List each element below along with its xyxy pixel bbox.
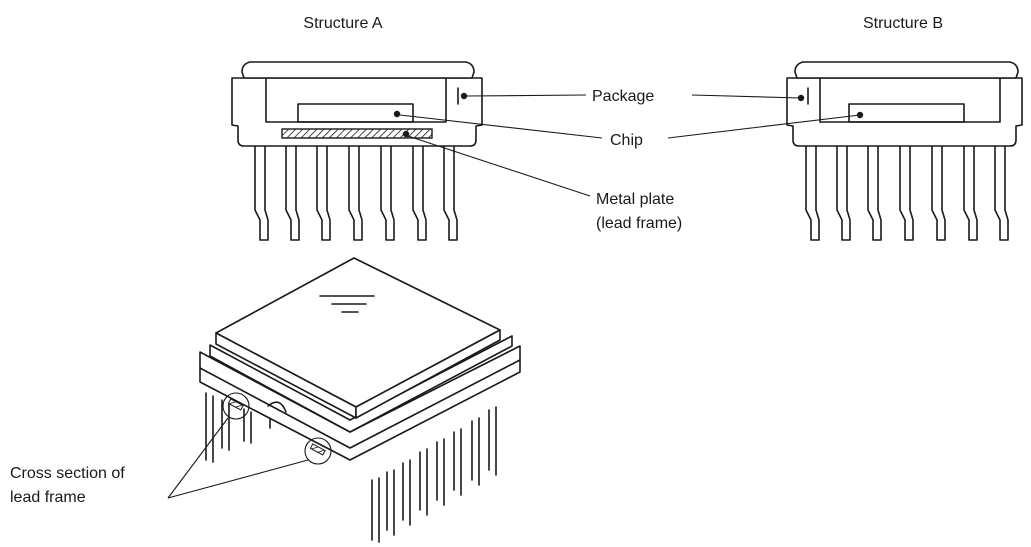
structure-b: Structure B [786, 15, 1023, 241]
structure-b-leads [805, 139, 1009, 241]
structure-a-chip [297, 103, 414, 123]
cross-section-label-line2: lead frame [10, 489, 86, 506]
cross-section-label-line1: Cross section of [10, 465, 125, 482]
package-label: Package [592, 88, 654, 105]
perspective-rail [199, 359, 521, 449]
perspective-left-leads [205, 392, 271, 463]
chip-label: Chip [610, 132, 643, 149]
cross-section-markers [222, 392, 332, 465]
structure-a-leads [254, 139, 458, 241]
cross-section-leaders [167, 417, 309, 499]
perspective-notch [267, 401, 287, 413]
perspective-flange [209, 335, 513, 433]
structure-a: Structure A [231, 15, 483, 241]
lid-marking [319, 295, 375, 313]
structure-a-lid [241, 61, 475, 79]
perspective-package [167, 257, 521, 543]
structure-b-chip [848, 103, 965, 123]
callouts: Package Chip Metal plate (lead frame) [393, 88, 864, 232]
metal-plate-label-line1: Metal plate [596, 191, 674, 208]
structure-b-package [786, 77, 1023, 147]
structure-b-lid [794, 61, 1019, 79]
structure-b-title: Structure B [863, 15, 943, 32]
structure-a-metal-plate [281, 128, 433, 139]
perspective-front-leads [371, 406, 497, 543]
metal-plate-label-line2: (lead frame) [596, 215, 682, 232]
structure-a-title: Structure A [303, 15, 382, 32]
perspective-lid-right-side [355, 329, 501, 419]
